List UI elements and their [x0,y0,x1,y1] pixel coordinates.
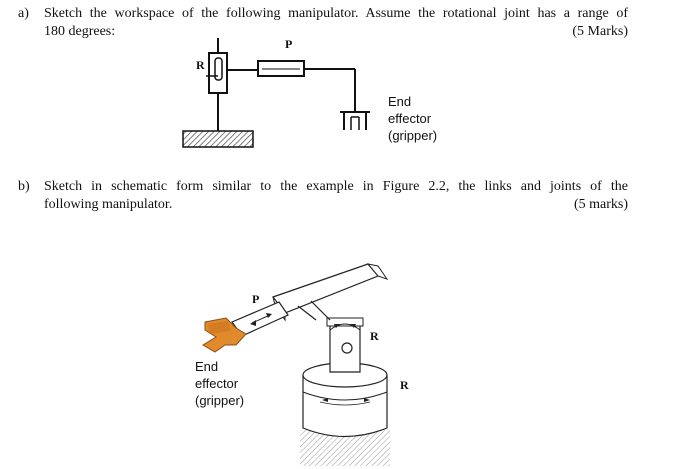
main-arm [272,263,379,314]
question-a-marks: (5 Marks) [572,24,628,39]
question-b-number: b) [18,179,30,194]
label-joint-r-a: R [196,58,205,72]
question-b: b) Sketch in schematic form similar to t… [18,178,628,214]
question-a-number: a) [18,6,29,21]
question-b-marks: (5 marks) [573,197,628,212]
question-a-line1: Sketch the workspace of the following ma… [44,6,628,21]
label-end-effector-b: End effector (gripper) [195,359,245,408]
revolute-joint-upper [341,342,353,354]
cylinder-base [302,375,388,438]
label-joint-p-a: P [285,37,293,51]
question-a-line2: 180 degrees: [44,24,116,39]
question-a: a) Sketch the workspace of the following… [18,5,628,41]
label-joint-r-lower-b: R [400,378,409,392]
question-b-line2: following manipulator. [44,197,173,212]
question-b-line1: Sketch in schematic form similar to the … [44,179,628,194]
label-joint-p-b: P [252,292,260,306]
label-end-effector-a: End effector (gripper) [388,94,438,143]
label-joint-r-upper-b: R [370,329,379,343]
